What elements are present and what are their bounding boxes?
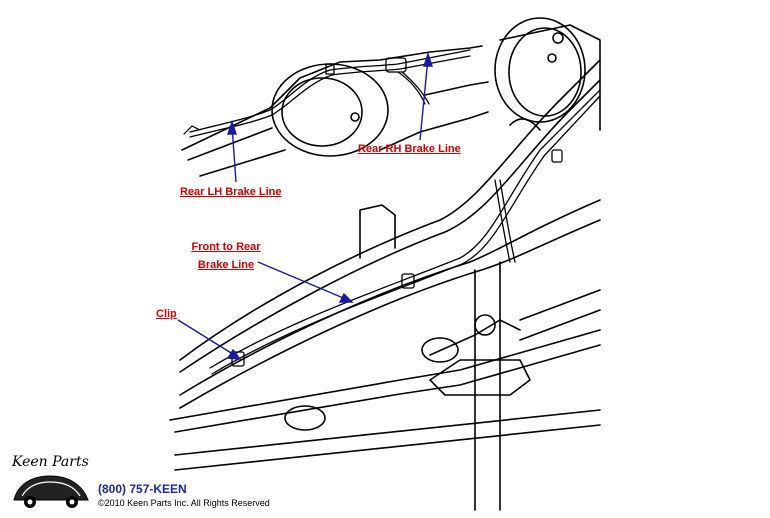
- callout-arrows: [177, 51, 433, 360]
- rear-axle-housing: [181, 45, 489, 177]
- axle-brake-lines: [189, 49, 471, 138]
- arrow-clip: [177, 319, 242, 360]
- label-rear-lh-brake-line[interactable]: Rear LH Brake Line: [180, 186, 282, 198]
- label-clip[interactable]: Clip: [156, 308, 177, 320]
- logo-text: Keen Parts: [11, 454, 89, 470]
- phone-number[interactable]: (800) 757-KEEN: [98, 482, 187, 496]
- brake-drum: [494, 17, 601, 131]
- label-front-to-rear-line1: Front to Rear: [191, 241, 261, 253]
- label-front-to-rear-line2: Brake Line: [197, 259, 255, 271]
- label-front-to-rear-brake-line[interactable]: Front to Rear Brake Line: [188, 241, 264, 272]
- arrow-rear-lh: [227, 119, 237, 183]
- arrow-rear-rh: [419, 51, 433, 141]
- crossmember: [284, 261, 601, 511]
- keen-parts-logo: Keen Parts: [8, 450, 98, 512]
- arrow-front-to-rear: [257, 261, 354, 303]
- logo-art: Keen Parts: [11, 454, 89, 508]
- label-rear-rh-brake-line[interactable]: Rear RH Brake Line: [358, 143, 461, 155]
- copyright-notice: ©2010 Keen Parts Inc. All Rights Reserve…: [98, 498, 270, 508]
- front-to-rear-brake-line: [209, 89, 601, 375]
- line-art: [169, 17, 601, 511]
